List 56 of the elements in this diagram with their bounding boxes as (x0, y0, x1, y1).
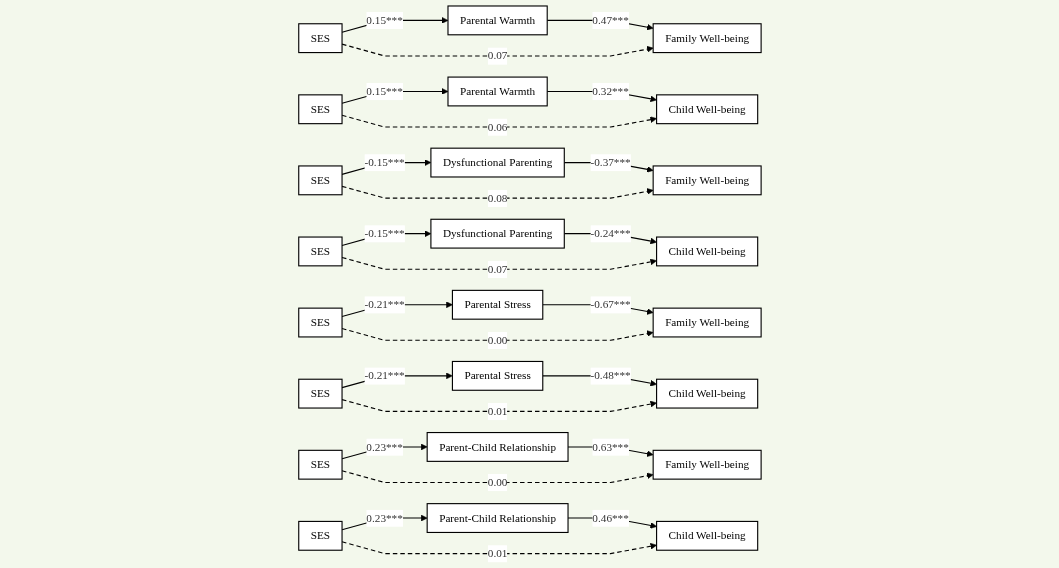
edge-label: -0.24*** (590, 227, 631, 240)
edge-label: -0.21*** (364, 369, 405, 382)
node-box: SES (297, 449, 343, 480)
edge-label: 0.46*** (591, 511, 629, 524)
edge-label: -0.67*** (590, 298, 631, 311)
node-box: SES (297, 23, 343, 54)
edge-label: 0.07 (487, 49, 507, 62)
node-box: SES (297, 165, 343, 196)
node-box: Family Well-being (652, 165, 762, 196)
node-box: Parent-Child Relationship (426, 503, 569, 533)
arrow (341, 256, 657, 270)
node-box: Parental Warmth (447, 5, 548, 36)
node-box: Parental Warmth (447, 76, 548, 107)
node-box: Family Well-being (652, 449, 762, 480)
edge-label: 0.06 (487, 120, 507, 133)
arrow (341, 541, 657, 555)
node-box: SES (297, 378, 343, 409)
node-box: Family Well-being (652, 307, 762, 338)
edge-label: 0.32*** (591, 85, 629, 98)
edge-label: 0.15*** (365, 85, 403, 98)
arrow (341, 399, 657, 412)
node-box: SES (297, 94, 343, 125)
node-box: Child Well-being (655, 520, 758, 551)
edge-label: 0.08 (487, 191, 507, 204)
node-box: Family Well-being (652, 23, 762, 54)
edge-label: 0.23*** (365, 511, 403, 524)
node-box: Child Well-being (655, 94, 758, 125)
arrow (341, 43, 653, 57)
node-box: SES (297, 236, 343, 267)
edge-label: 0.15*** (365, 14, 403, 27)
edge-label: 0.01 (487, 405, 507, 418)
node-box: Child Well-being (655, 378, 758, 409)
node-box: Dysfunctional Parenting (429, 218, 565, 249)
edge-label: 0.07 (487, 263, 507, 276)
edge-label: -0.15*** (364, 227, 405, 240)
node-box: Parental Stress (451, 289, 543, 320)
edge-label: 0.00 (487, 476, 507, 489)
edge-label: -0.15*** (364, 156, 405, 169)
edge-label: 0.63*** (591, 440, 629, 453)
node-box: SES (297, 520, 343, 551)
arrow (341, 185, 653, 199)
node-box: Parental Stress (451, 360, 543, 391)
arrow (341, 470, 653, 484)
node-box: Dysfunctional Parenting (429, 147, 565, 178)
edge-label: 0.01 (487, 547, 507, 560)
arrow (341, 114, 657, 128)
edge-label: 0.00 (487, 334, 507, 347)
arrow (341, 327, 653, 341)
edge-label: -0.48*** (590, 369, 631, 382)
node-box: SES (297, 307, 343, 338)
node-box: Parent-Child Relationship (426, 432, 569, 462)
edge-label: -0.21*** (364, 298, 405, 311)
edge-label: -0.37*** (590, 156, 631, 169)
node-box: Child Well-being (655, 236, 758, 267)
edge-label: 0.47*** (591, 14, 629, 27)
edge-label: 0.23*** (365, 440, 403, 453)
